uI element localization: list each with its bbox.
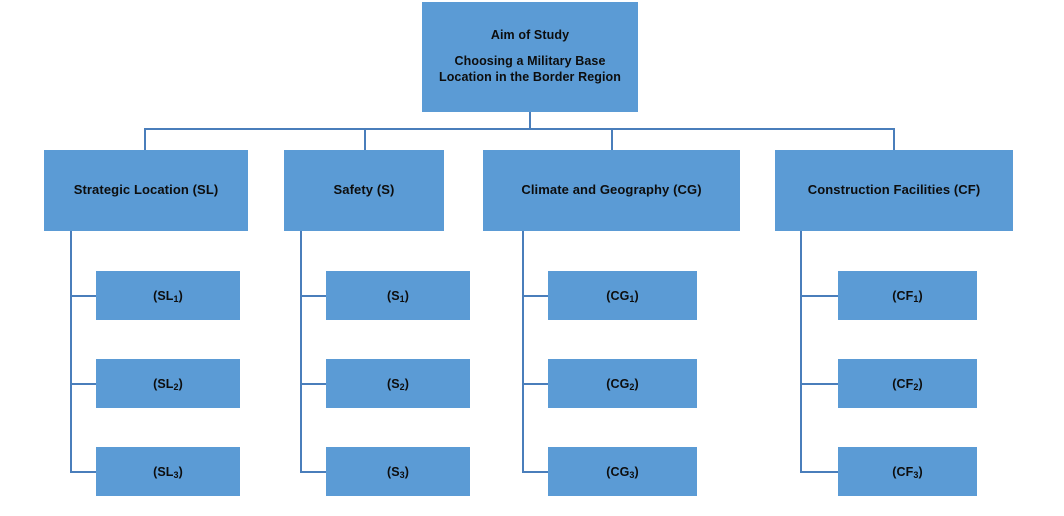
branch-label: Safety (S) — [333, 182, 395, 198]
sub-node-sl-2: (SL2) — [96, 359, 240, 408]
sub-node-label: (SL1) — [153, 288, 183, 305]
sub-node-label: (SL3) — [153, 464, 183, 481]
sub-node-label: (CF2) — [892, 376, 923, 393]
connector-bus-to-branch-1 — [144, 128, 146, 150]
connector-branch-3-spine — [522, 231, 524, 473]
sub-node-label: (SL2) — [153, 376, 183, 393]
connector-branch-4-child-1 — [800, 295, 838, 297]
sub-node-label: (S1) — [386, 288, 410, 305]
connector-root-stem — [529, 112, 531, 130]
connector-branch-1-child-2 — [70, 383, 96, 385]
connector-branch-1-child-1 — [70, 295, 96, 297]
root-node-aim-of-study: Aim of Study Choosing a Military Base Lo… — [422, 2, 638, 112]
branch-node-strategic-location: Strategic Location (SL) — [44, 150, 248, 231]
connector-bus-to-branch-3 — [611, 128, 613, 150]
connector-branch-2-child-3 — [300, 471, 326, 473]
branch-label: Climate and Geography (CG) — [521, 182, 702, 198]
sub-node-label: (CF1) — [892, 288, 923, 305]
connector-bus-to-branch-2 — [364, 128, 366, 150]
connector-branch-2-child-2 — [300, 383, 326, 385]
sub-node-label: (S2) — [386, 376, 410, 393]
connector-branch-1-spine — [70, 231, 72, 473]
root-subtitle: Choosing a Military Base Location in the… — [438, 54, 622, 84]
sub-node-cf-1: (CF1) — [838, 271, 977, 320]
sub-node-s-3: (S3) — [326, 447, 470, 496]
sub-node-s-2: (S2) — [326, 359, 470, 408]
connector-branch-4-child-3 — [800, 471, 838, 473]
connector-branch-2-child-1 — [300, 295, 326, 297]
connector-branch-4-child-2 — [800, 383, 838, 385]
branch-node-safety: Safety (S) — [284, 150, 444, 231]
sub-node-label: (CG1) — [606, 288, 639, 305]
connector-branch-3-child-2 — [522, 383, 548, 385]
sub-node-cf-2: (CF2) — [838, 359, 977, 408]
connector-branch-3-child-3 — [522, 471, 548, 473]
branch-label: Construction Facilities (CF) — [807, 182, 981, 198]
sub-node-cg-2: (CG2) — [548, 359, 697, 408]
sub-node-label: (S3) — [386, 464, 410, 481]
sub-node-sl-3: (SL3) — [96, 447, 240, 496]
connector-branch-1-child-3 — [70, 471, 96, 473]
sub-node-cg-1: (CG1) — [548, 271, 697, 320]
connector-bus-to-branch-4 — [893, 128, 895, 150]
sub-node-label: (CG2) — [606, 376, 639, 393]
branch-node-construction-facilities: Construction Facilities (CF) — [775, 150, 1013, 231]
root-title: Aim of Study — [490, 28, 570, 42]
connector-branch-3-child-1 — [522, 295, 548, 297]
sub-node-label: (CG3) — [606, 464, 639, 481]
sub-node-label: (CF3) — [892, 464, 923, 481]
branch-label: Strategic Location (SL) — [73, 182, 219, 198]
connector-branch-2-spine — [300, 231, 302, 473]
sub-node-cf-3: (CF3) — [838, 447, 977, 496]
sub-node-sl-1: (SL1) — [96, 271, 240, 320]
connector-branch-4-spine — [800, 231, 802, 473]
branch-node-climate-and-geography: Climate and Geography (CG) — [483, 150, 740, 231]
sub-node-cg-3: (CG3) — [548, 447, 697, 496]
connector-horizontal-bus — [144, 128, 894, 130]
sub-node-s-1: (S1) — [326, 271, 470, 320]
